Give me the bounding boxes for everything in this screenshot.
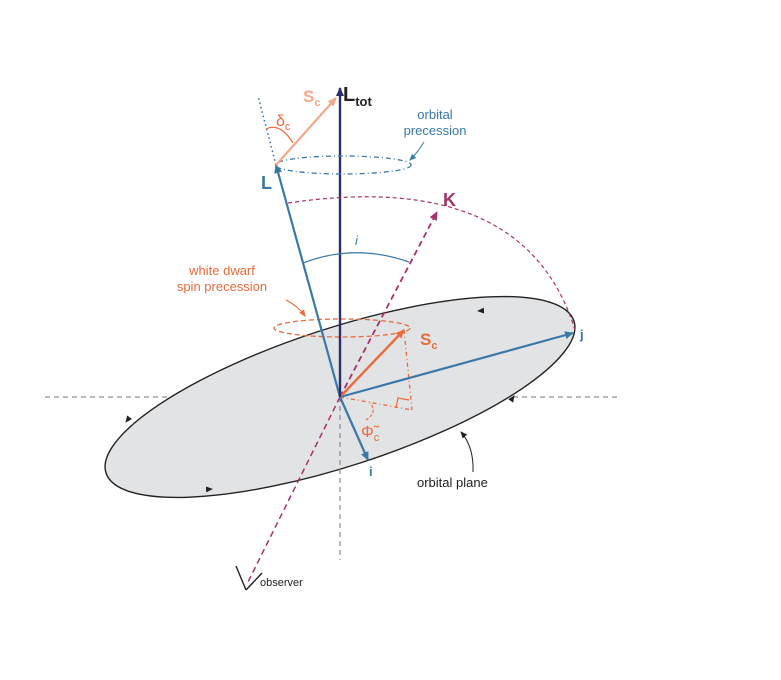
inclination-label: i [355,233,359,248]
orbital-precession-label-1: orbital [417,107,453,122]
sc-top-vector [275,97,337,166]
i-vector-label: i [369,464,373,479]
inclination-arc [302,252,410,264]
sc-label: Sc [420,330,437,352]
ltot-label: Ltot [343,84,372,109]
orbit-arrow-mark [125,415,132,423]
l-label: L [261,173,272,193]
sc-projection-lines [339,329,413,411]
orbital-precession-pointer [409,141,425,161]
j-label: j [579,327,584,342]
wd-precession-label-2: spin precession [177,279,267,294]
delta-label: δc [276,113,291,133]
sc-vector [339,329,405,398]
observer-sightline [247,396,341,583]
j-vector [339,331,574,399]
l-extension-dotted [257,95,277,166]
orbital-precession-label-2: precession [404,123,467,138]
k-label: K [443,190,456,210]
l-vector [274,164,342,398]
great-arc [287,196,576,331]
observer-eye-icon [235,565,263,591]
delta-angle-arc [265,126,294,144]
orbital-plane-label: orbital plane [417,475,488,490]
k-vector [339,211,438,398]
spin-precession-pointer [285,299,306,317]
orbital-plane-pointer [460,431,474,473]
sc-top-label: Sc [303,87,320,109]
spin-precession-ellipse [273,318,411,338]
wd-precession-label-1: white dwarf [188,263,255,278]
phi-angle-arc [365,402,374,421]
observer-label: observer [260,577,303,589]
right-angle-mark [395,397,410,409]
orbital-precession-ellipse [274,155,412,175]
i-vector [338,396,370,461]
